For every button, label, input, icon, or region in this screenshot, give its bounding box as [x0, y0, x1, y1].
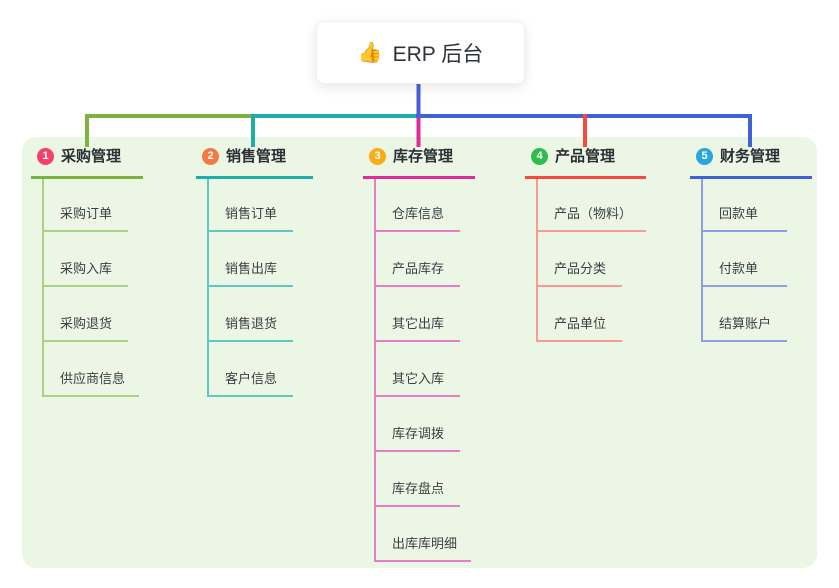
branch-number-badge: 3	[369, 148, 386, 165]
child-node[interactable]: 付款单	[703, 232, 787, 287]
child-node[interactable]: 客户信息	[209, 342, 293, 397]
branch-label: 产品管理	[555, 148, 616, 165]
child-node[interactable]: 其它出库	[376, 287, 460, 342]
child-node[interactable]: 库存盘点	[376, 452, 460, 507]
root-node-erp[interactable]: 👍 ERP 后台	[316, 21, 525, 84]
child-node[interactable]: 仓库信息	[376, 179, 460, 232]
child-node[interactable]: 回款单	[703, 179, 787, 232]
child-node[interactable]: 结算账户	[703, 287, 787, 342]
root-label: ERP 后台	[392, 42, 484, 66]
branch-title[interactable]: 2 销售管理	[196, 146, 313, 179]
branch-number-badge: 5	[696, 148, 713, 165]
branch-title[interactable]: 3 库存管理	[363, 146, 475, 179]
child-node[interactable]: 库存调拨	[376, 397, 460, 452]
branch-children: 产品（物料）产品分类产品单位	[536, 179, 647, 342]
child-node[interactable]: 产品（物料）	[538, 179, 647, 232]
child-node[interactable]: 销售退货	[209, 287, 293, 342]
child-node[interactable]: 产品单位	[538, 287, 622, 342]
branch-5: 5 财务管理回款单付款单结算账户	[690, 146, 812, 342]
branch-number-badge: 2	[202, 148, 219, 165]
child-node[interactable]: 采购订单	[44, 179, 128, 232]
child-node[interactable]: 供应商信息	[44, 342, 140, 397]
branch-children: 销售订单销售出库销售退货客户信息	[207, 179, 313, 397]
child-node[interactable]: 产品分类	[538, 232, 622, 287]
branch-number-badge: 4	[531, 148, 548, 165]
branch-label: 库存管理	[393, 148, 454, 165]
child-node[interactable]: 其它入库	[376, 342, 460, 397]
branch-children: 回款单付款单结算账户	[701, 179, 812, 342]
branches-background-panel	[22, 137, 817, 568]
child-node[interactable]: 销售出库	[209, 232, 293, 287]
branch-children: 仓库信息产品库存其它出库其它入库库存调拨库存盘点出库库明细	[374, 179, 475, 562]
branch-1: 1 采购管理采购订单采购入库采购退货供应商信息	[31, 146, 143, 397]
branch-label: 采购管理	[61, 148, 122, 165]
branch-label: 销售管理	[226, 148, 287, 165]
branch-4: 4 产品管理产品（物料）产品分类产品单位	[525, 146, 647, 342]
child-node[interactable]: 产品库存	[376, 232, 460, 287]
branch-3: 3 库存管理仓库信息产品库存其它出库其它入库库存调拨库存盘点出库库明细	[363, 146, 475, 562]
child-node[interactable]: 采购入库	[44, 232, 128, 287]
child-node[interactable]: 销售订单	[209, 179, 293, 232]
branch-label: 财务管理	[720, 148, 781, 165]
branch-children: 采购订单采购入库采购退货供应商信息	[42, 179, 143, 397]
branch-title[interactable]: 4 产品管理	[525, 146, 647, 179]
thumbs-up-icon: 👍	[357, 41, 383, 64]
branch-title[interactable]: 5 财务管理	[690, 146, 812, 179]
child-node[interactable]: 采购退货	[44, 287, 128, 342]
branch-number-badge: 1	[37, 148, 54, 165]
child-node[interactable]: 出库库明细	[376, 507, 472, 562]
branch-title[interactable]: 1 采购管理	[31, 146, 143, 179]
branch-2: 2 销售管理销售订单销售出库销售退货客户信息	[196, 146, 313, 397]
